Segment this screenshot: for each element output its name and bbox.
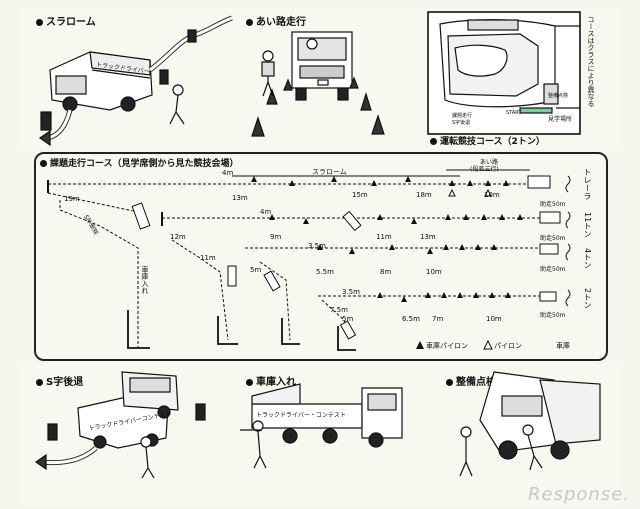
pylon-group	[251, 176, 523, 350]
narrow-span-label: あい路	[480, 159, 499, 166]
map-vertical-note: コースはクラスにより異なる	[587, 16, 595, 107]
run-up-4t: 助走50m	[540, 266, 566, 273]
map-label-start: START	[506, 110, 522, 116]
dim-label: 7.5m	[330, 306, 348, 314]
legend-pylon: パイロン	[494, 342, 522, 350]
s-reverse-truck-illustration	[34, 371, 206, 479]
narrow-road-heading: あい路走行	[246, 13, 306, 28]
dim-label: 9m	[270, 233, 282, 241]
dim-label: 19m	[64, 195, 80, 203]
map-label-course-a: 課題走行	[452, 113, 473, 119]
narrow-road-truck-illustration	[251, 31, 385, 137]
s-reverse-heading: S字後退	[36, 373, 83, 388]
dim-label: 4m	[260, 208, 272, 216]
slalom-heading: スラローム	[36, 13, 96, 28]
dim-label: 7m	[432, 315, 444, 323]
dim-label: 15m	[352, 191, 368, 199]
bullet-icon	[40, 160, 47, 167]
bullet-icon	[246, 378, 253, 386]
course-panel	[34, 152, 608, 361]
bullet-icon	[36, 18, 43, 26]
slalom-heading-text: スラローム	[46, 17, 96, 28]
dim-label: 12m	[170, 233, 186, 241]
garage-heading-text: 車庫入れ	[256, 377, 296, 388]
dim-label: 8m	[380, 268, 392, 276]
bullet-icon	[430, 138, 437, 145]
legend-garage: 車庫	[556, 342, 570, 350]
dim-label: 5m	[342, 315, 354, 323]
slalom-span-label: スラローム	[312, 168, 347, 176]
garage-truck-lettering: トラックドライバー・コンテスト	[256, 412, 346, 419]
dim-label: 11m	[200, 254, 216, 262]
dim-label: 10m	[484, 191, 500, 199]
map-label-viewing: 見学場所	[548, 116, 573, 123]
course-map	[427, 11, 581, 135]
legend-cone: 車庫パイロン	[426, 342, 468, 350]
class-trailer: トレーラ	[583, 168, 592, 200]
map-caption: 運転競技コース（2トン）	[430, 134, 545, 147]
dim-label: 13m	[232, 194, 248, 202]
dim-label: 5.5m	[316, 268, 334, 276]
dim-label: 3.5m	[308, 242, 326, 250]
garage-entry-label: 車庫入れ	[141, 266, 149, 294]
dim-label: 13m	[420, 233, 436, 241]
bullet-icon	[36, 378, 43, 386]
class-11t: 11トン	[583, 212, 592, 239]
dim-label: 3.5m	[342, 288, 360, 296]
garage-heading: 車庫入れ	[246, 373, 296, 388]
narrow-span-label2: (段差三行)	[470, 166, 499, 173]
bullet-icon	[246, 18, 253, 26]
class-4t: 4トン	[583, 248, 592, 270]
dim-label: 11m	[376, 233, 392, 241]
bullet-icon	[446, 378, 453, 386]
course-heading-text: 課題走行コース（見学席側から見た競技会場）	[50, 159, 239, 169]
inspection-truck-illustration	[459, 371, 601, 477]
run-up-2t: 助走50m	[540, 312, 566, 319]
dim-label: 6.5m	[402, 315, 420, 323]
class-2t: 2トン	[583, 288, 592, 310]
run-up-11t: 助走50m	[540, 235, 566, 242]
map-caption-text: 運転競技コース（2トン）	[440, 137, 545, 147]
dim-label: 5m	[250, 266, 262, 274]
dim-label: 10m	[486, 315, 502, 323]
garage-truck-illustration	[240, 383, 403, 469]
map-label-course-b: S字後退	[452, 120, 471, 126]
inspection-heading-text: 整備点検競技	[456, 377, 516, 388]
dim-label: 18m	[416, 191, 432, 199]
run-up-trailer: 助走50m	[540, 201, 566, 208]
dim-label: 10m	[426, 268, 442, 276]
slalom-truck-illustration	[38, 15, 233, 147]
watermark: Response.	[528, 484, 630, 505]
inspection-heading: 整備点検競技	[446, 373, 516, 388]
narrow-road-heading-text: あい路走行	[256, 17, 306, 28]
map-label-maintenance: 整備点検	[548, 93, 569, 99]
s-reverse-heading-text: S字後退	[46, 377, 84, 388]
dim-label: 4m	[222, 169, 234, 177]
course-heading: 課題走行コース（見学席側から見た競技会場）	[40, 156, 239, 169]
